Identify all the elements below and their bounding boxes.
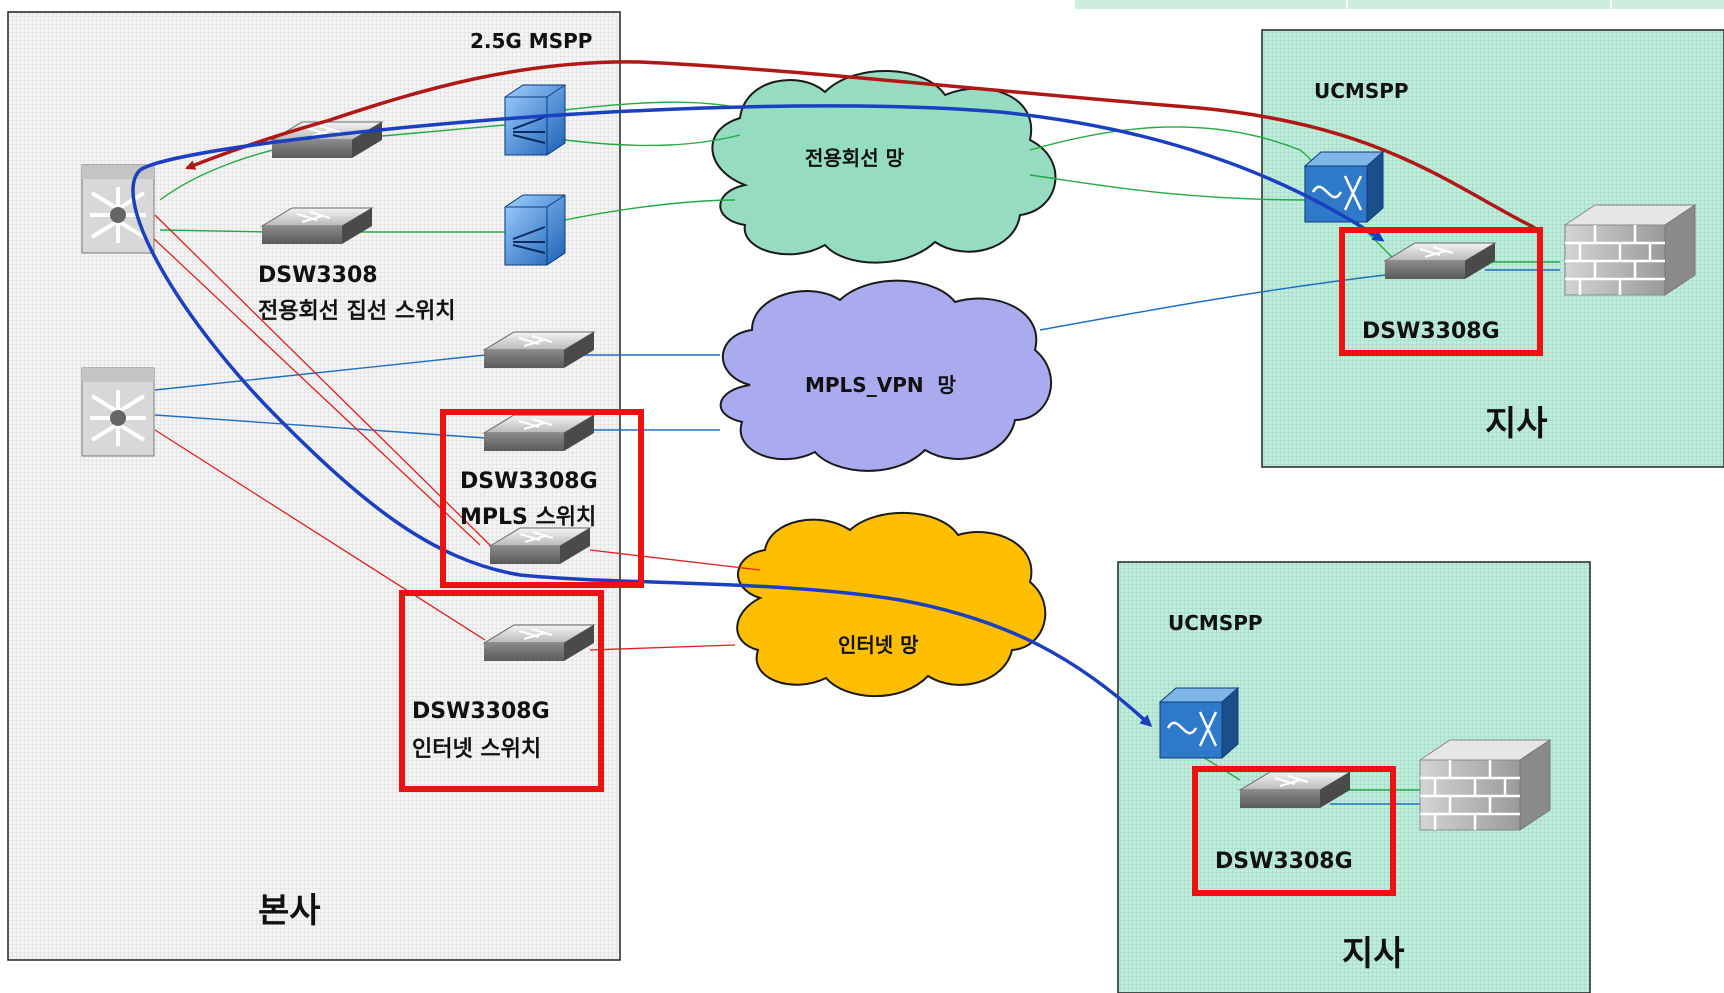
internet-switch-model: DSW3308G <box>412 699 550 724</box>
cloud-internet-label: 인터넷 망 <box>838 633 919 657</box>
highlight-branch1-switch <box>1339 227 1543 356</box>
cloud-mpls-label: MPLS_VPN 망 <box>805 373 957 397</box>
internet-switch-role: 인터넷 스위치 <box>412 737 541 762</box>
dedicated-switch-role: 전용회선 집선 스위치 <box>258 299 455 324</box>
cloud-dedicated <box>711 69 1057 264</box>
cloud-internet <box>736 512 1047 698</box>
mspp-label: 2.5G MSPP <box>470 29 592 53</box>
traffic-path-blue-branch2 <box>131 168 1153 728</box>
highlight-internet-switch <box>399 590 604 792</box>
firewall-icon <box>1563 204 1697 296</box>
partial-table-strip <box>1075 0 1724 9</box>
highlight-mpls-switch <box>440 409 644 588</box>
mpls-links <box>154 269 1560 805</box>
mpls-switch-model: DSW3308G <box>460 469 598 494</box>
switch-icon <box>482 331 596 368</box>
switch-icon <box>482 624 596 661</box>
ucmspp-icon <box>1158 686 1240 760</box>
switch-icon <box>1238 771 1352 808</box>
switch-icon <box>260 207 374 244</box>
switch-icon <box>1383 242 1497 279</box>
switch-icon <box>482 414 596 451</box>
switch-icon <box>488 527 592 564</box>
mspp-icon <box>504 194 566 266</box>
traffic-path-red <box>185 60 1536 230</box>
mpls-switch-role: MPLS 스위치 <box>460 505 596 530</box>
branch1-label: 지사 <box>1485 404 1548 444</box>
core-router-icon <box>81 367 155 457</box>
branch2-mspp-label: UCMSPP <box>1168 611 1263 635</box>
cloud-dedicated-label: 전용회선 망 <box>805 146 905 170</box>
dedicated-switch-model: DSW3308 <box>258 263 378 288</box>
mspp-icon <box>504 84 566 156</box>
ucmspp-icon <box>1303 150 1385 224</box>
highlight-branch2-switch <box>1192 766 1396 896</box>
traffic-path-blue-branch1 <box>139 104 1385 242</box>
hq-label: 본사 <box>258 891 321 931</box>
branch2-switch-label: DSW3308G <box>1215 849 1353 874</box>
branch1-mspp-label: UCMSPP <box>1314 79 1409 103</box>
core-router-icon <box>81 164 155 254</box>
branch1-switch-label: DSW3308G <box>1362 319 1500 344</box>
cloud-mpls <box>719 279 1052 472</box>
firewall-icon <box>1418 739 1552 831</box>
branch2-label: 지사 <box>1342 934 1405 974</box>
